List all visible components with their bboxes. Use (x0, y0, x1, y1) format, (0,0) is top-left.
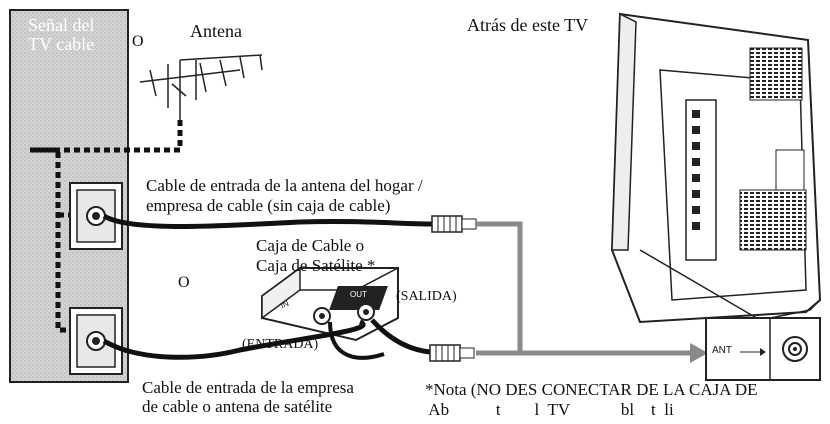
out-label: (SALIDA) (396, 289, 457, 304)
gray-connection-lines (476, 221, 690, 356)
box-to-box-cable (328, 321, 385, 360)
in-label: (ENTRADA) (242, 337, 319, 352)
box-output-cable (370, 318, 431, 355)
or-label-middle: O (178, 274, 190, 291)
wall-outlet-bottom (69, 307, 123, 375)
back-of-tv-label: Atrás de este TV (467, 15, 589, 35)
box-out-label: OUT (350, 290, 367, 299)
satellite-cable (102, 319, 366, 360)
ant-port-label: ANT (712, 345, 732, 356)
or-label-top: O (132, 33, 144, 50)
tv-back (610, 12, 822, 324)
cable-connector-top (431, 215, 477, 233)
arrow-to-ant (690, 343, 708, 363)
signal-label: Señal del TV cable (28, 15, 95, 54)
antenna-icon (139, 54, 263, 120)
home-antenna-cable (102, 213, 433, 229)
home-cable-label: Cable de entrada de la antena del hogar … (146, 176, 423, 215)
antenna-label: Antena (190, 21, 242, 41)
ant-port-zoom (705, 317, 821, 381)
signal-dotted-line (30, 120, 183, 333)
satellite-cable-label: Cable de entrada de la empresa de cable … (142, 378, 354, 417)
wall-outlet-top (69, 182, 123, 250)
cable-connector-bottom (429, 344, 475, 362)
note-text: *Nota (NO DES CONECTAR DE LA CAJA DE Ab … (425, 380, 758, 420)
box-label: Caja de Cable o Caja de Satélite * (256, 236, 376, 275)
